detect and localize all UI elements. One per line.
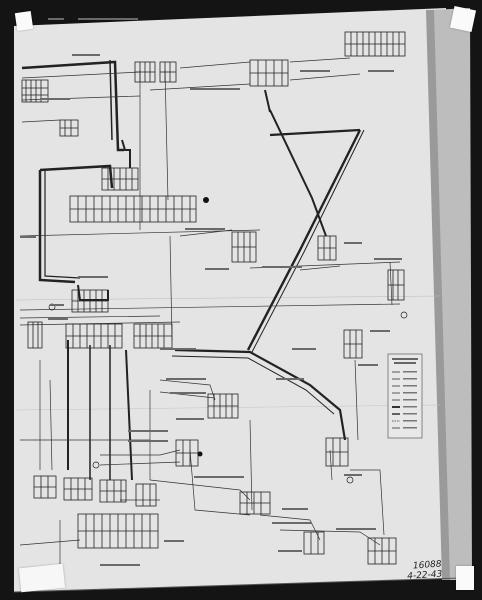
- wire: [19, 315, 161, 319]
- heavy-line: [44, 170, 81, 279]
- horizontal-trunk: [269, 128, 361, 137]
- wire: [279, 529, 381, 546]
- switch-cluster: [33, 475, 57, 499]
- heavy-line: [125, 349, 133, 481]
- marker-ring: [92, 461, 100, 469]
- wire: [19, 303, 401, 311]
- diagonal-trunk: [246, 129, 362, 351]
- equipment: [21, 31, 406, 565]
- marker-dot: [197, 451, 203, 457]
- wire: [189, 449, 251, 516]
- wire: [49, 379, 53, 471]
- switch-cluster: [231, 231, 257, 263]
- switch-cluster: [134, 61, 156, 83]
- switch-cluster: [317, 235, 337, 261]
- wire: [350, 469, 385, 536]
- wire: [149, 83, 251, 91]
- switch-cluster: [387, 269, 405, 301]
- switch-cluster: [63, 477, 93, 501]
- diagonal-trunk: [251, 129, 365, 353]
- transmission-lines: [21, 59, 365, 481]
- wire: [19, 539, 81, 546]
- heavy-line: [121, 139, 131, 168]
- wire: [159, 391, 216, 399]
- switch-cluster: [133, 323, 173, 349]
- wire: [259, 514, 321, 541]
- heavy-line: [21, 60, 124, 152]
- wire: [19, 321, 181, 326]
- wire: [179, 229, 233, 237]
- wire: [249, 419, 253, 511]
- switch-cluster: [101, 167, 139, 191]
- wire: [100, 449, 181, 456]
- wire: [21, 119, 61, 123]
- wire: [164, 69, 169, 201]
- legend-rows: [392, 371, 400, 429]
- negative-annotation: 16088 4-22-43: [397, 559, 443, 582]
- switch-cluster: [343, 329, 363, 359]
- switch-cluster: [367, 537, 397, 565]
- diagonal-trunk: [269, 109, 327, 237]
- switch-cluster: [325, 437, 349, 467]
- wire: [179, 61, 251, 69]
- wire: [99, 461, 181, 466]
- wire: [19, 229, 261, 237]
- heavy-line: [39, 164, 114, 189]
- wire: [354, 359, 359, 441]
- switch-cluster: [135, 483, 157, 507]
- label-smudges: [20, 18, 402, 566]
- legend-box: [387, 353, 423, 439]
- right-wall: [430, 8, 472, 580]
- board-surface: [14, 8, 462, 592]
- board-edge: [426, 10, 450, 580]
- switch-cluster: [69, 195, 197, 223]
- tape-piece: [18, 563, 66, 593]
- wire: [329, 449, 333, 481]
- marker-ring: [400, 311, 408, 319]
- diagonal-trunk: [174, 348, 347, 441]
- tape-piece: [456, 566, 474, 590]
- wire: [299, 265, 341, 271]
- diagonal-trunk: [171, 355, 335, 415]
- switch-cluster: [303, 531, 325, 555]
- diagonal-trunk: [264, 89, 271, 113]
- switch-cluster: [344, 31, 406, 57]
- wire: [389, 261, 393, 306]
- switch-cluster: [27, 321, 43, 349]
- wire: [169, 235, 173, 341]
- heavy-line: [38, 170, 76, 284]
- board-bottom-edge: [13, 577, 463, 593]
- wire: [21, 71, 141, 79]
- wire: [289, 57, 351, 63]
- marker-dot: [203, 197, 209, 203]
- switch-cluster: [159, 61, 177, 83]
- marker-ring: [346, 476, 354, 484]
- switch-cluster: [239, 491, 271, 515]
- tape-piece: [14, 10, 34, 32]
- wire: [289, 73, 361, 81]
- tape-piece: [449, 5, 477, 33]
- switch-cluster: [21, 79, 49, 103]
- wire: [159, 379, 216, 401]
- switch-cluster: [71, 289, 109, 313]
- switch-cluster: [65, 323, 123, 349]
- switch-cluster: [59, 119, 79, 137]
- switch-cluster: [99, 479, 127, 503]
- switch-cluster: [77, 513, 159, 549]
- switch-cluster: [249, 59, 289, 87]
- guide-line: [15, 404, 441, 411]
- switch-cluster: [207, 393, 239, 419]
